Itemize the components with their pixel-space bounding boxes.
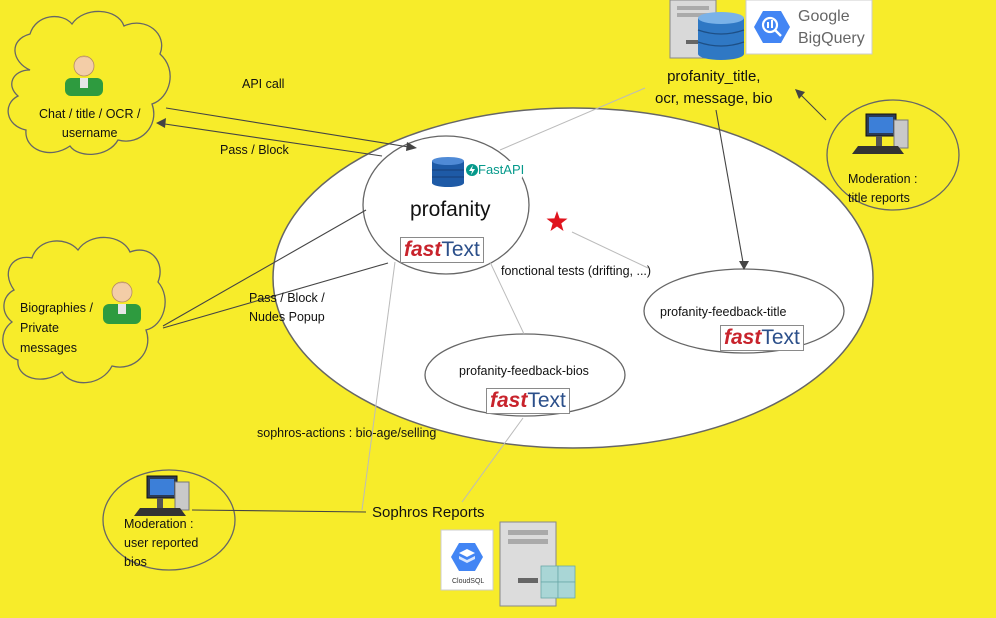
chat-source-label: Chat / title / OCR / username — [39, 107, 141, 140]
cloudsql-label: CloudSQL — [452, 578, 485, 585]
bio-to-profanity-line — [162, 209, 367, 327]
profanity-to-bigquery-line — [715, 109, 745, 269]
computer-icon — [852, 113, 909, 154]
bigquery-tables-label: profanity_title, ocr, message, bio — [655, 68, 773, 107]
feedback-bios-node — [424, 333, 626, 417]
api-call-arrowhead — [406, 142, 417, 151]
database-icon — [432, 157, 464, 187]
fastapi-logo — [464, 161, 522, 179]
moderation-title-circle — [826, 99, 960, 211]
profanity-to-sophros-line — [361, 261, 396, 511]
server-icon — [499, 521, 576, 607]
profanity-to-bigquery-faint — [499, 87, 646, 151]
moderation-user-circle — [102, 469, 236, 571]
bio-source-cloud — [2, 236, 166, 384]
pass-block-arrow — [157, 122, 383, 157]
moderation-title-arrowhead — [795, 89, 805, 99]
cloudsql-icon — [440, 529, 494, 591]
sophros-actions-label: sophros-actions : bio-age/selling — [257, 426, 437, 440]
feedback-bios-label: profanity-feedback-bios — [459, 364, 589, 378]
user-icon — [65, 55, 103, 96]
api-call-arrow — [165, 107, 416, 149]
google-label: Google — [798, 8, 850, 25]
pass-block-label: Pass / Block — [220, 143, 289, 157]
star-to-feedback-title-line — [571, 231, 649, 269]
api-call-label: API call — [242, 77, 285, 91]
profanity-label: profanity — [410, 198, 491, 221]
profanity-to-bio-line — [162, 262, 389, 329]
pass-block-arrowhead — [156, 118, 166, 128]
bigquery-label: BigQuery — [798, 30, 865, 47]
bio-source-label: Biographies / Private messages — [20, 301, 93, 355]
fasttext-logo-feedback-title: fastText — [720, 325, 804, 351]
pass-block-nudes-label: Pass / Block / Nudes Popup — [249, 291, 325, 324]
moderation-title-label: Moderation : title reports — [848, 172, 918, 205]
bigquery-icon — [745, 0, 873, 55]
sophros-reports-label: Sophros Reports — [372, 504, 485, 521]
profanity-to-feedback-bios-line — [489, 261, 525, 335]
fastapi-label: FastAPI — [478, 162, 525, 177]
feedback-bios-to-sophros-line — [461, 417, 524, 503]
feedback-title-arrowhead — [739, 261, 749, 270]
star-icon — [546, 211, 568, 231]
user-icon — [103, 281, 141, 324]
computer-icon — [134, 475, 190, 516]
functional-tests-label: fonctional tests (drifting, ...) — [501, 264, 652, 278]
moderation-user-to-sophros-line — [191, 509, 367, 513]
feedback-title-label: profanity-feedback-title — [660, 305, 787, 319]
fasttext-logo-profanity: fastText — [400, 237, 484, 263]
database-icon — [697, 12, 745, 60]
moderation-user-label: Moderation : user reported bios — [124, 517, 199, 569]
fasttext-logo-feedback-bios: fastText — [486, 388, 570, 414]
